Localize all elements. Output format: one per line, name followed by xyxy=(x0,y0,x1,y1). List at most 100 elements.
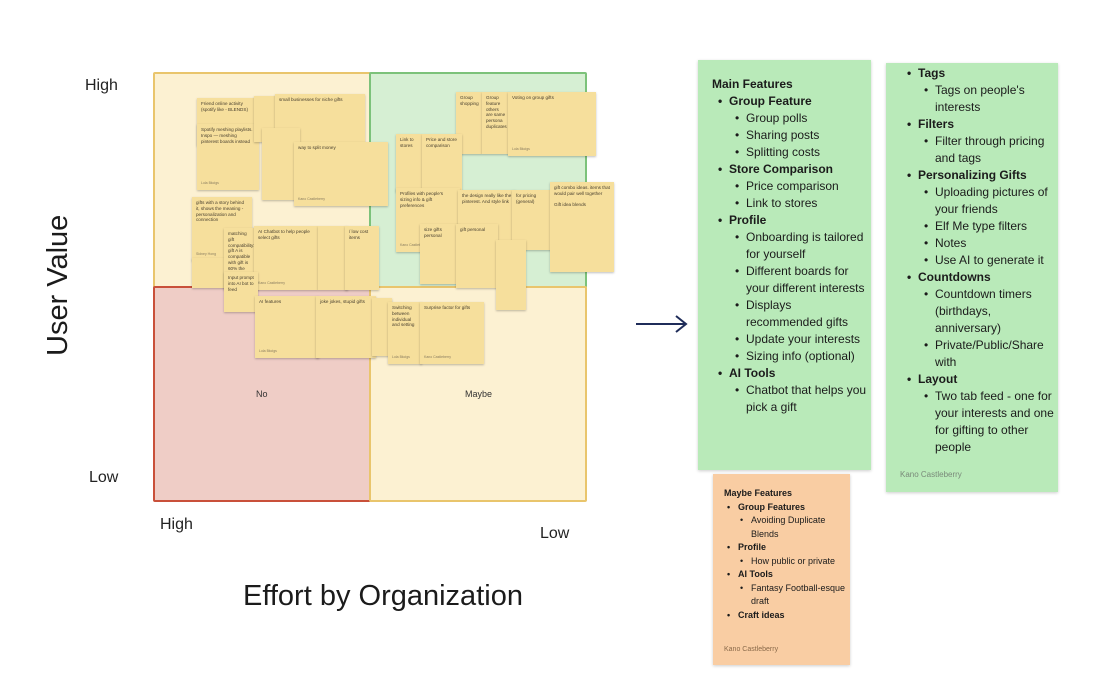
feature-group: Craft ideas xyxy=(727,609,850,623)
feature-item: How public or private xyxy=(740,555,850,569)
sticky-note[interactable]: Price and store comparison xyxy=(422,134,462,192)
x-axis-high-label: High xyxy=(160,516,193,533)
sticky-note[interactable]: Spotify meshing playlists. Inspo — meshi… xyxy=(197,124,259,190)
y-axis-title: User Value xyxy=(42,214,74,356)
feature-item: Splitting costs xyxy=(735,144,871,161)
card-signature: Kano Castleberry xyxy=(724,646,779,653)
feature-group: AI Tools xyxy=(718,365,871,382)
card-signature: Kano Castleberry xyxy=(900,470,962,479)
feature-group: Profile xyxy=(718,212,871,229)
sticky-note[interactable]: Input prompt into AI bot to feed xyxy=(224,272,258,312)
feature-item: Displays recommended gifts xyxy=(735,297,871,331)
sticky-note[interactable]: joke jokes, stupid gifts xyxy=(316,296,376,358)
note-text: small businesses for niche gifts xyxy=(279,97,343,102)
note-text: / low cost items xyxy=(349,229,369,240)
feature-item: Two tab feed - one for your interests an… xyxy=(924,388,1058,456)
sticky-note[interactable] xyxy=(262,128,300,200)
feature-item: Link to stores xyxy=(735,195,871,212)
y-axis-high-label: High xyxy=(85,77,118,94)
feature-group: Filters xyxy=(907,116,1058,133)
feature-item: Sizing info (optional) xyxy=(735,348,871,365)
note-author: Lola Bkcigs xyxy=(201,181,219,186)
note-text: Price and store comparison xyxy=(426,137,457,148)
note-author: Kano Castleberry xyxy=(424,355,452,360)
note-text: gift personal xyxy=(460,227,486,232)
x-axis-title: Effort by Organization xyxy=(243,580,523,612)
feature-group: AI Tools xyxy=(727,568,850,582)
sticky-note[interactable] xyxy=(496,240,526,310)
feature-group: Tags xyxy=(907,65,1058,82)
quadrant-label-maybe: Maybe xyxy=(465,389,493,399)
note-text: Friend online activity (spotify like - B… xyxy=(201,101,248,112)
note-author: Lola Bkcigs xyxy=(512,147,530,152)
feature-item: Avoiding Duplicate Blends xyxy=(740,514,850,541)
note-text: Group shopping xyxy=(460,95,479,106)
maybe-features-title: Maybe Features xyxy=(724,488,793,498)
quadrant-label-no: No xyxy=(256,389,268,399)
note-text: Surprise factor for gifts xyxy=(424,305,471,310)
maybe-features-card[interactable]: Maybe Features Group FeaturesAvoiding Du… xyxy=(713,474,850,665)
note-text: way to split money xyxy=(298,145,336,150)
feature-group: Personalizing Gifts xyxy=(907,167,1058,184)
note-text: Group feature others are same persona du… xyxy=(486,95,507,129)
sticky-note[interactable]: / low cost items xyxy=(345,226,379,290)
note-text: Link to stores xyxy=(400,137,414,148)
features-continued-card[interactable]: TagsTags on people's interestsFiltersFil… xyxy=(886,63,1058,492)
note-text: Voting on group gifts xyxy=(512,95,554,100)
feature-group: Profile xyxy=(727,541,850,555)
x-axis-low-label: Low xyxy=(540,525,570,542)
feature-item: Uploading pictures of your friends xyxy=(924,184,1058,218)
note-text: AI features xyxy=(259,299,282,304)
feature-item: Group polls xyxy=(735,110,871,127)
feature-group: Layout xyxy=(907,371,1058,388)
note-text: Gift idea blends xyxy=(554,202,586,208)
feature-group: Store Comparison xyxy=(718,161,871,178)
sticky-note[interactable]: gift personal xyxy=(456,224,498,288)
sticky-note[interactable]: Link to stores xyxy=(396,134,422,192)
feature-item: Private/Public/Share with xyxy=(924,337,1058,371)
sticky-note[interactable] xyxy=(372,298,392,356)
note-text: the design really like the pinterest. An… xyxy=(462,193,512,204)
feature-item: Elf Me type filters xyxy=(924,218,1058,235)
note-text: Switching between individual and setting xyxy=(392,305,415,328)
arrow-right-icon xyxy=(636,315,688,333)
feature-item: Notes xyxy=(924,235,1058,252)
sticky-note[interactable]: gift combo ideas. items that would pair … xyxy=(550,182,614,272)
feature-item: Countdown timers (birthdays, anniversary… xyxy=(924,286,1058,337)
feature-item: Different boards for your different inte… xyxy=(735,263,871,297)
note-text: for pricing (general) xyxy=(516,193,537,204)
note-text: Profiles with people's sizing info & gif… xyxy=(400,191,444,208)
sticky-note[interactable] xyxy=(192,258,226,288)
main-features-card[interactable]: Main Features Group FeatureGroup pollsSh… xyxy=(698,60,871,470)
sticky-note[interactable]: Group feature others are same persona du… xyxy=(482,92,510,154)
note-text: matching gift compatibility: gift A is c… xyxy=(228,231,255,277)
feature-item: Fantasy Football-esque draft xyxy=(740,582,850,609)
note-text: Input prompt into AI bot to feed xyxy=(228,275,254,292)
note-text: size gifts personal xyxy=(424,227,442,238)
feature-item: Sharing posts xyxy=(735,127,871,144)
note-text: gift combo ideas. items that would pair … xyxy=(554,185,610,196)
feature-group: Group Features xyxy=(727,501,850,515)
feature-item: Tags on people's interests xyxy=(924,82,1058,116)
main-features-title: Main Features xyxy=(712,77,793,91)
feature-item: Update your interests xyxy=(735,331,871,348)
note-text: AI Chatbot to help people select gifts xyxy=(258,229,310,240)
sticky-note[interactable]: size gifts personal xyxy=(420,224,460,284)
sticky-note[interactable] xyxy=(318,226,348,290)
feature-item: Price comparison xyxy=(735,178,871,195)
note-author: Lola Bkcigs xyxy=(392,355,410,360)
feature-group: Countdowns xyxy=(907,269,1058,286)
sticky-note[interactable]: Switching between individual and setting… xyxy=(388,302,422,364)
note-text: Spotify meshing playlists. Inspo — meshi… xyxy=(201,127,253,144)
feature-item: Use AI to generate it xyxy=(924,252,1058,269)
feature-item: Onboarding is tailored for yourself xyxy=(735,229,871,263)
y-axis-low-label: Low xyxy=(89,469,119,486)
note-author: Kano Castleberry xyxy=(400,243,428,248)
feature-group: Group Feature xyxy=(718,93,871,110)
note-author: Kano Castleberry xyxy=(298,197,326,202)
